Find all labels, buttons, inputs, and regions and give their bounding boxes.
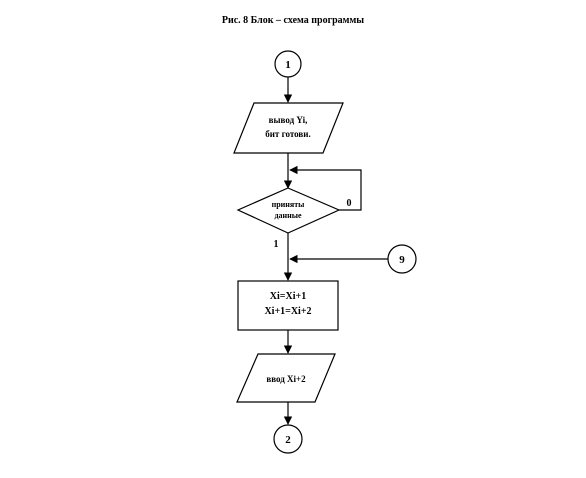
process-line1: Xi=Xi+1 xyxy=(270,291,306,302)
join-connector-label: 9 xyxy=(399,254,405,266)
input-block: ввод Xi+2 xyxy=(236,353,336,403)
process-block: Xi=Xi+1 Xi+1=Xi+2 xyxy=(237,280,339,331)
output-block-line1: вывод Yi, xyxy=(269,115,308,125)
figure-title: Рис. 8 Блок – схема программы xyxy=(222,15,364,26)
end-connector-label: 2 xyxy=(285,434,291,446)
start-connector-label: 1 xyxy=(285,59,291,71)
decision-yes-label: 1 xyxy=(274,239,279,250)
decision-line2: данные xyxy=(274,211,302,220)
start-connector: 1 xyxy=(274,50,302,78)
process-line2: Xi+1=Xi+2 xyxy=(264,306,311,317)
input-block-label: ввод Xi+2 xyxy=(266,374,306,384)
decision-line1: приняты xyxy=(272,200,306,209)
loop-back-line xyxy=(289,165,362,211)
output-block: вывод Yi, бит готови. xyxy=(233,102,344,154)
decision-no-label: 0 xyxy=(347,198,352,209)
decision-block: приняты данные xyxy=(236,187,341,234)
output-block-line2: бит готови. xyxy=(265,129,310,139)
join-connector: 9 xyxy=(387,244,417,274)
end-connector: 2 xyxy=(273,424,303,454)
